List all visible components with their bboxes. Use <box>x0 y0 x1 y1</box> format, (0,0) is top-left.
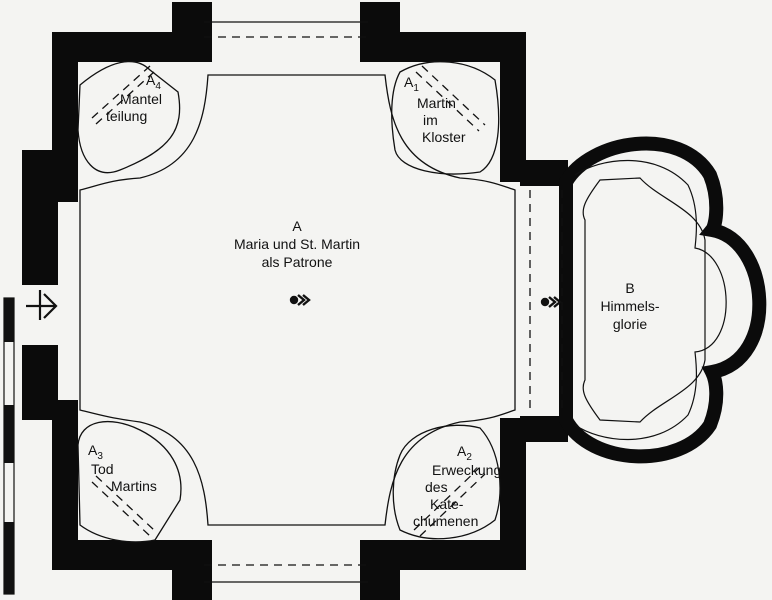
entrance-arrow-icon <box>26 290 58 320</box>
chapel-a3-line2: Martins <box>111 478 157 494</box>
apse-outline <box>574 159 727 441</box>
chapel-label-a3: A3 Tod Martins <box>88 442 157 494</box>
chapel-a1-letter: A1 <box>404 74 419 94</box>
chapel-label-a1: A1 Martin im Kloster <box>404 74 466 145</box>
chapel-a2-line2: des <box>425 479 448 495</box>
nave-outline <box>79 74 516 526</box>
walls <box>22 2 568 600</box>
chapel-a4-letter: A4 <box>146 72 161 92</box>
chapel-a4-line1: Mantel <box>120 91 162 107</box>
chapel-a2-letter: A2 <box>457 443 472 463</box>
chapel-a3-letter: A3 <box>88 442 103 462</box>
chapel-a1-line2: im <box>423 112 438 128</box>
chapel-a1-line1: Martin <box>417 95 456 111</box>
apse-inner <box>582 177 706 423</box>
scale-bar <box>3 297 15 595</box>
apse-line2: glorie <box>613 316 647 332</box>
chapel-lobes <box>77 60 501 543</box>
viewpoint-marker-icon <box>289 294 311 306</box>
chapel-a4-line2: teilung <box>106 108 147 124</box>
apse-letter: B <box>625 280 634 296</box>
viewpoint-marker-apse-icon <box>540 296 562 308</box>
nave-letter: A <box>292 218 302 234</box>
chapel-a2-line1: Erweckung <box>432 462 501 478</box>
nave-line1: Maria und St. Martin <box>234 236 360 252</box>
chapel-a2-line4: chumenen <box>413 513 478 529</box>
nave-line2: als Patrone <box>262 254 333 270</box>
apse-label: B Himmels- glorie <box>600 280 659 332</box>
chapel-label-a4: A4 Mantel teilung <box>106 72 162 124</box>
apse-wall <box>559 136 767 464</box>
chapel-a2-line3: Kate- <box>430 496 464 512</box>
chapel-label-a2: A2 Erweckung des Kate- chumenen <box>413 443 501 529</box>
apse-line1: Himmels- <box>600 298 659 314</box>
nave-label: A Maria und St. Martin als Patrone <box>234 218 360 270</box>
chapel-a1-line3: Kloster <box>422 129 466 145</box>
chapel-a3-line1: Tod <box>91 461 114 477</box>
dashed-lines <box>91 36 563 566</box>
